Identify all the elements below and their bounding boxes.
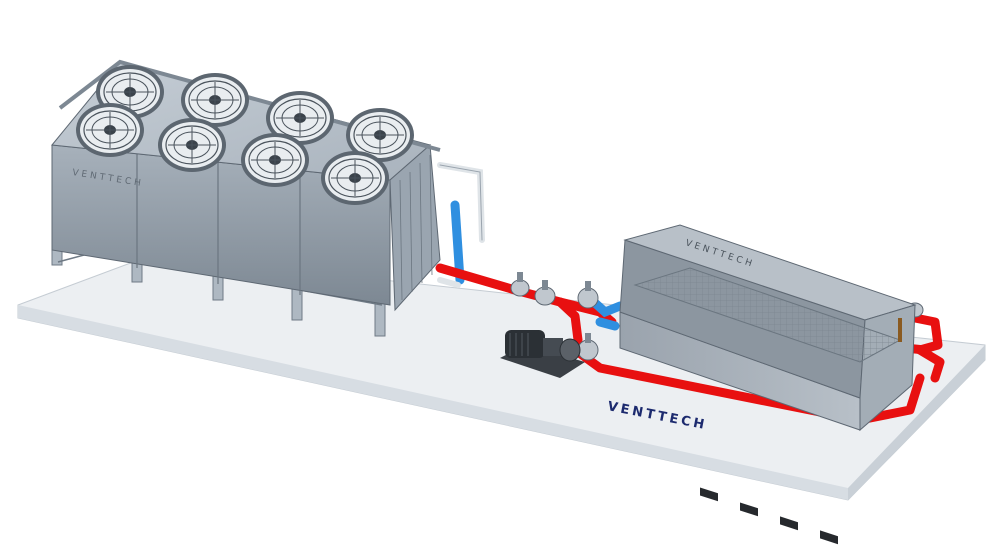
fan-array — [76, 65, 414, 205]
fan — [158, 118, 226, 172]
base-platform — [17, 254, 986, 501]
fan — [181, 73, 249, 127]
cold-pipe — [590, 298, 625, 331]
valve — [577, 281, 599, 309]
tank-vent-slots — [700, 487, 838, 545]
valve — [510, 272, 530, 297]
fan — [241, 133, 309, 187]
pump — [500, 330, 585, 378]
water-tank: VENTTECH — [619, 224, 917, 545]
fan — [266, 91, 334, 145]
fan — [346, 108, 414, 162]
dry-cooler: VENTTECH — [51, 59, 441, 337]
fan — [321, 151, 389, 205]
valve — [534, 280, 556, 306]
cooler-header-pipes — [437, 162, 485, 288]
fan — [76, 103, 144, 157]
